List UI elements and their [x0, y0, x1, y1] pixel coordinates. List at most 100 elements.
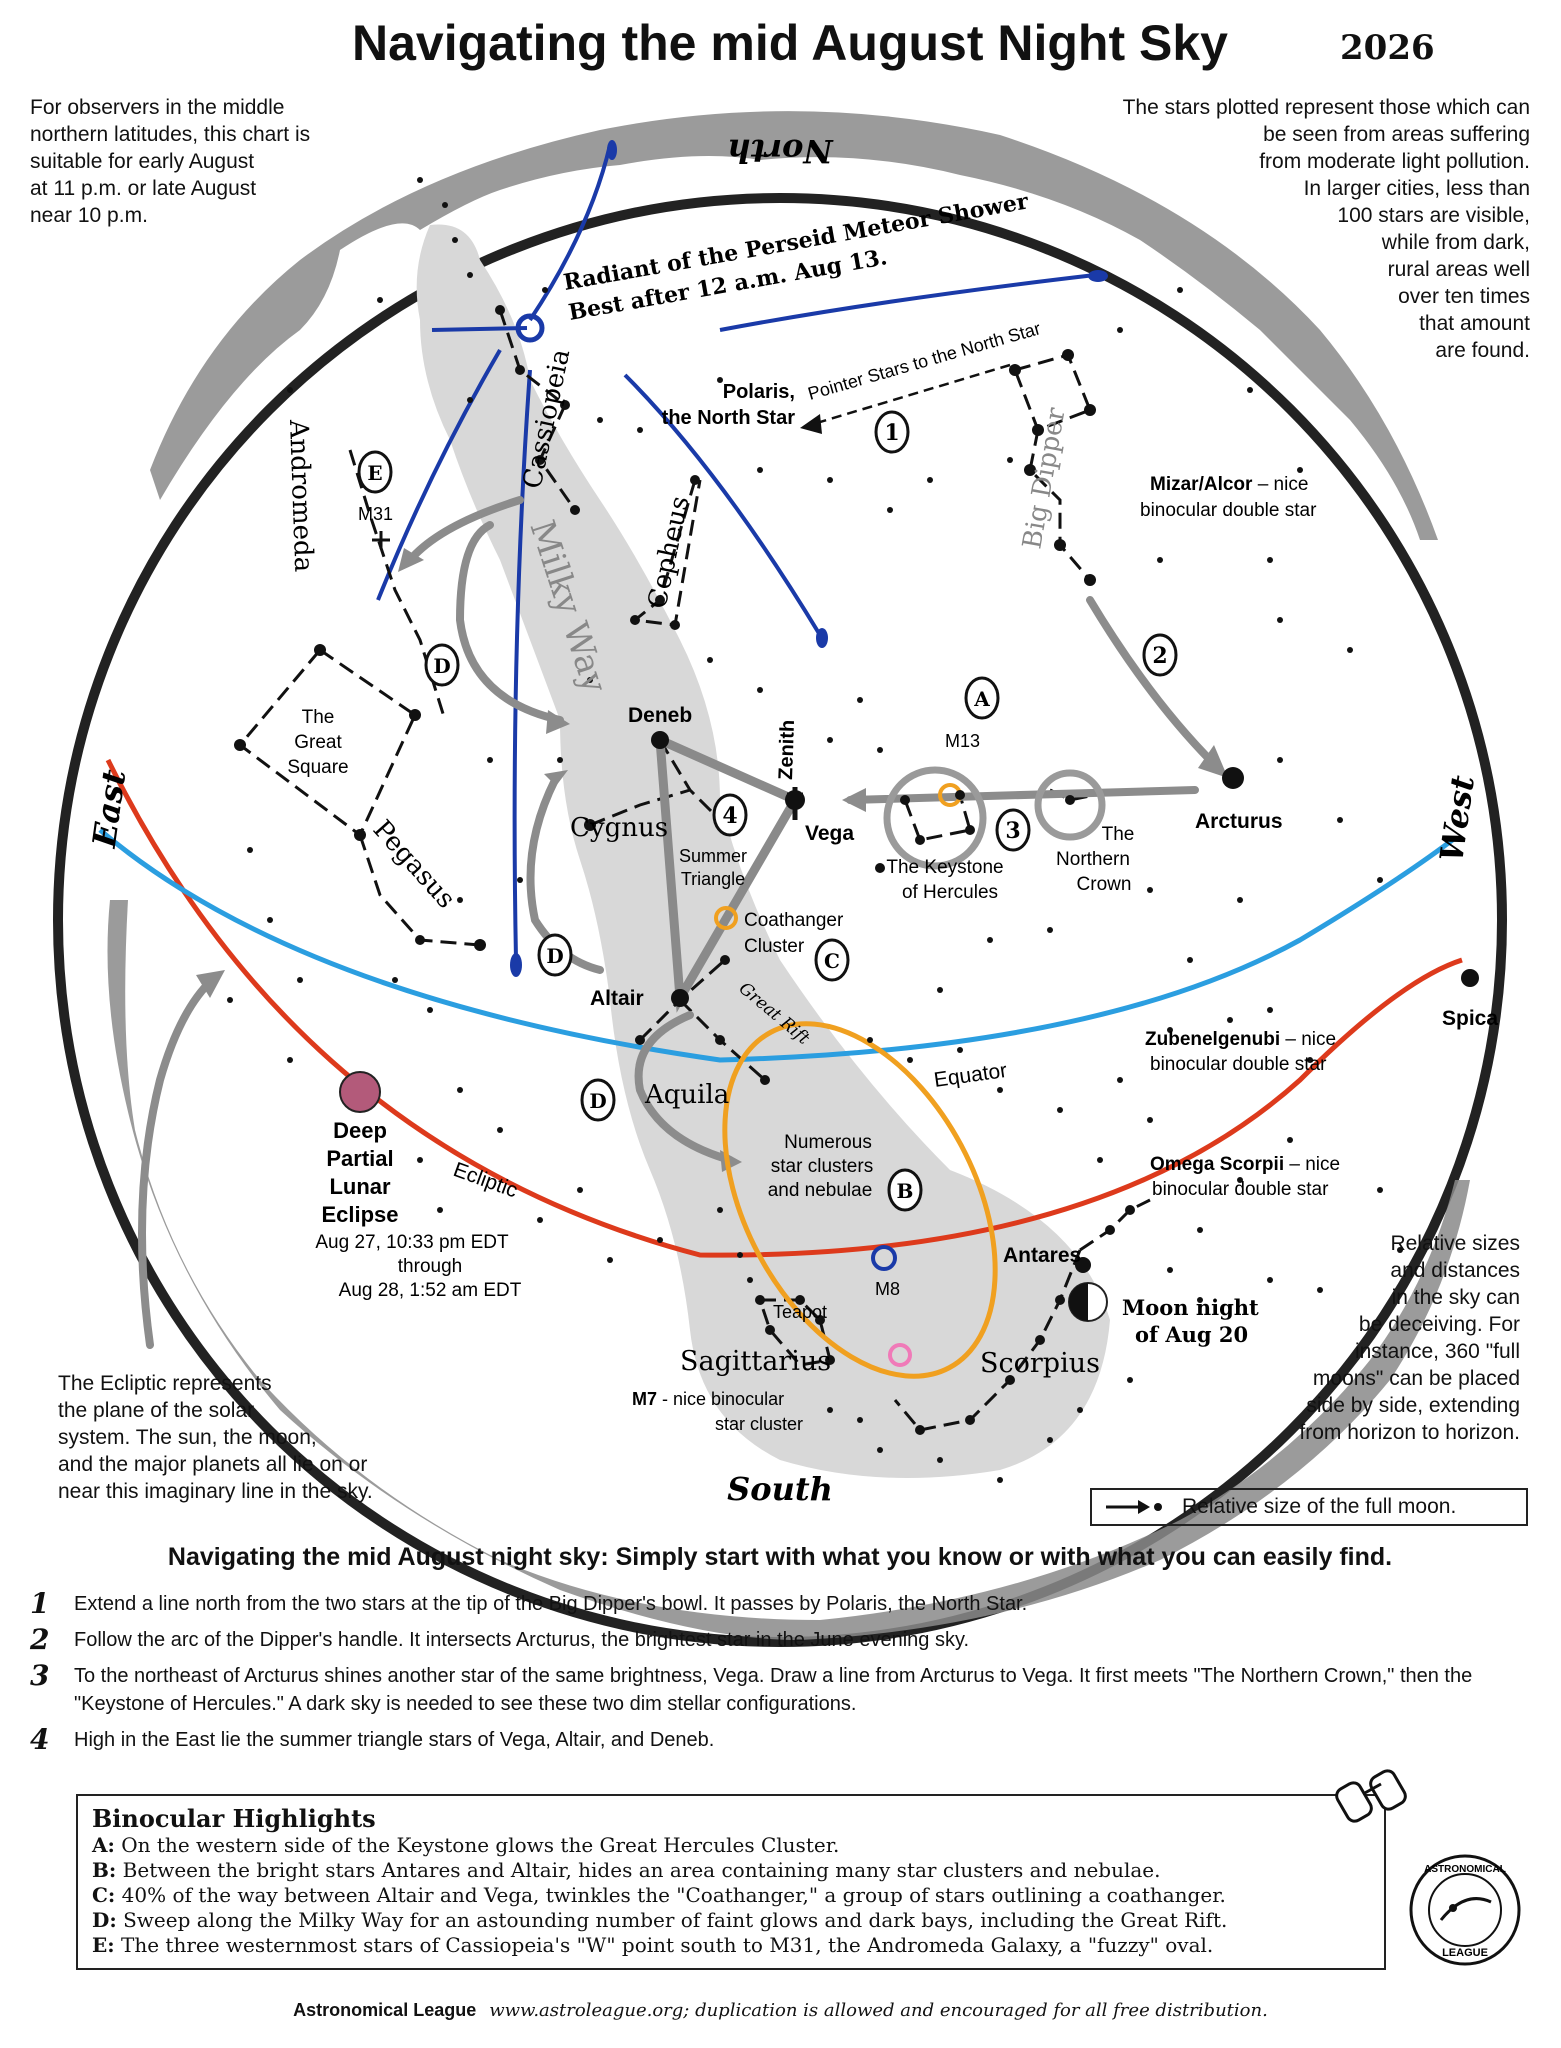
moon-key-label: Relative size of the full moon.: [1182, 1495, 1457, 1518]
binocular-highlights-box: Binocular Highlights A: On the western s…: [76, 1794, 1386, 1970]
teapot-label: Teapot: [773, 1302, 827, 1322]
letter-badge-a: A: [973, 687, 990, 711]
faint-star: [867, 1037, 873, 1043]
coathanger-label-2: Cluster: [744, 936, 805, 957]
faint-star: [1277, 757, 1283, 763]
star: [1035, 1335, 1045, 1345]
eclipse-label-1: Deep: [333, 1118, 387, 1143]
star: [760, 1075, 770, 1085]
m8-marker: [871, 1245, 897, 1271]
m31-label: M31: [358, 504, 393, 524]
faint-star: [857, 1417, 863, 1423]
star: [955, 790, 965, 800]
faint-star: [542, 287, 548, 293]
keystone-label-2: of Hercules: [902, 882, 998, 903]
light-pollution-note: The stars plotted represent those which …: [1122, 96, 1530, 362]
faint-star: [1157, 557, 1163, 563]
step-number: 3: [30, 1659, 50, 1692]
step-text: Extend a line north from the two stars a…: [74, 1593, 1028, 1615]
eclipse-label-4: Eclipse: [321, 1202, 398, 1227]
polaris-pointer-head: [800, 414, 822, 434]
star: [1125, 1205, 1135, 1215]
faint-star: [657, 1237, 663, 1243]
star: [785, 790, 805, 810]
observer-note: For observers in the middle northern lat…: [30, 96, 311, 227]
faint-star: [1337, 817, 1343, 823]
step-badge-3: 3: [1005, 818, 1020, 844]
star: [1005, 1375, 1015, 1385]
faint-star: [1197, 1297, 1203, 1303]
moon-key-arrow-icon: [1106, 1500, 1162, 1514]
cygnus-label: Cygnus: [570, 813, 668, 843]
faint-star: [1117, 327, 1123, 333]
crown-label-3: Crown: [1077, 874, 1132, 895]
star: [915, 1425, 925, 1435]
star: [415, 935, 425, 945]
zubenelgenubi-label-2: binocular double star: [1150, 1054, 1327, 1075]
step-text: To the northeast of Arcturus shines anot…: [74, 1665, 1473, 1715]
page-title: Navigating the mid August Night Sky: [352, 15, 1228, 71]
eclipse-label-3: Lunar: [329, 1174, 391, 1199]
faint-star: [467, 272, 473, 278]
zubenelgenubi-label: Zubenelgenubi – nice: [1145, 1029, 1336, 1050]
star: [354, 829, 366, 841]
guide-steps: 1 Extend a line north from the two stars…: [30, 1590, 1510, 1754]
faint-star: [1127, 1377, 1133, 1383]
faint-star: [537, 1217, 543, 1223]
star: [965, 825, 975, 835]
crown-ring: [1034, 769, 1106, 841]
faint-star: [1247, 387, 1253, 393]
star: [900, 795, 910, 805]
faint-star: [1377, 877, 1383, 883]
guide-heading: Navigating the mid August night sky: Sim…: [167, 1543, 1393, 1571]
milky-way: [416, 224, 1111, 1478]
faint-star: [587, 677, 593, 683]
faint-star: [827, 477, 833, 483]
faint-star: [452, 237, 458, 243]
star: [1075, 1257, 1091, 1273]
relative-sizes-note: Relative sizes and distances in the sky …: [1299, 1232, 1520, 1444]
arcturus-label: Arcturus: [1195, 810, 1283, 833]
logo-text-bottom: LEAGUE: [1442, 1947, 1488, 1959]
star: [1105, 1225, 1115, 1235]
faint-star: [497, 1127, 503, 1133]
faint-star: [1287, 1137, 1293, 1143]
star: [1032, 424, 1044, 436]
faint-star: [957, 1047, 963, 1053]
guide-step: 3 To the northeast of Arcturus shines an…: [30, 1662, 1510, 1718]
star: [635, 1035, 645, 1045]
star: [234, 739, 246, 751]
binocular-item: A: On the western side of the Keystone g…: [92, 1833, 840, 1857]
numerous-label-3: and nebulae: [768, 1180, 873, 1201]
faint-star: [877, 747, 883, 753]
coathanger-marker: [714, 906, 738, 930]
keystone-ring: [883, 766, 987, 870]
star: [1222, 767, 1244, 789]
m31-marker: [372, 531, 390, 549]
meteor-heads: [510, 140, 1108, 977]
faint-star: [287, 1057, 293, 1063]
m8-label: M8: [875, 1279, 900, 1299]
letter-badge-e: E: [367, 461, 382, 485]
faint-star: [457, 897, 463, 903]
faint-star: [877, 1447, 883, 1453]
star: [765, 1325, 775, 1335]
star-cluster-oval: [722, 1021, 998, 1379]
step-badge-1: 1: [884, 420, 899, 446]
binocular-item: D: Sweep along the Milky Way for an asto…: [92, 1908, 1228, 1932]
faint-star: [1237, 1177, 1243, 1183]
faint-star: [517, 877, 523, 883]
mizar-label: Mizar/Alcor – nice: [1150, 474, 1308, 495]
star: [560, 400, 570, 410]
step-badge-4: 4: [722, 803, 737, 829]
faint-star: [297, 977, 303, 983]
binocular-item: C: 40% of the way between Altair and Veg…: [92, 1883, 1226, 1907]
moon-label-1: Moon night: [1122, 1295, 1259, 1320]
faint-star: [377, 297, 383, 303]
faint-star: [937, 1457, 943, 1463]
faint-star: [1347, 647, 1353, 653]
scorpius-label: Scorpius: [980, 1348, 1100, 1379]
star: [1055, 1295, 1065, 1305]
faint-star: [557, 757, 563, 763]
perseid-radiant-marker: [515, 313, 545, 343]
